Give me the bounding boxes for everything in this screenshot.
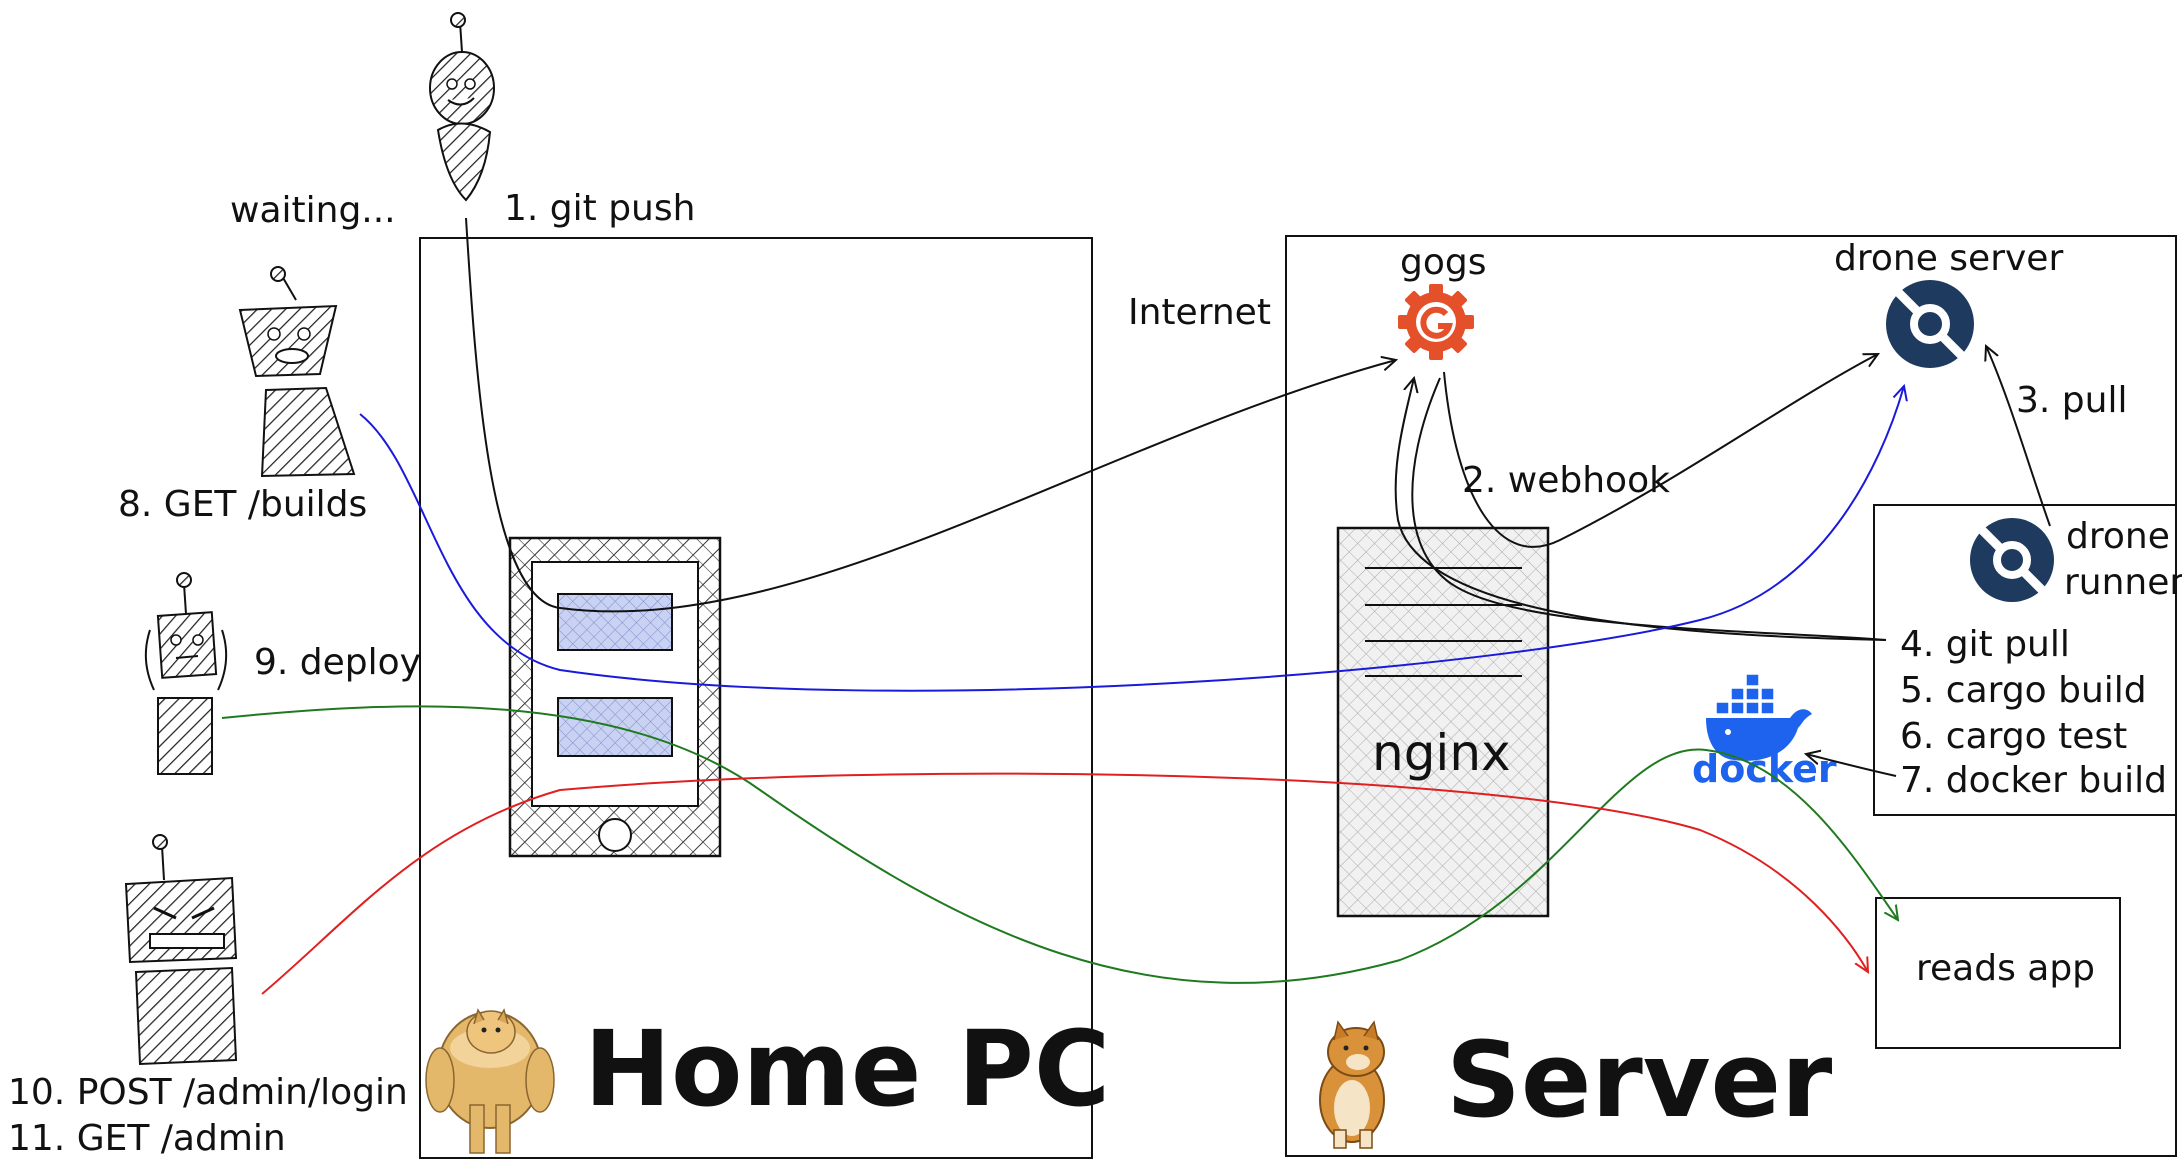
robot-icon xyxy=(124,834,238,1066)
deploy-label: 9. deploy xyxy=(254,642,421,683)
drone-runner-label-2: runner xyxy=(2064,562,2182,603)
gogs-label: gogs xyxy=(1400,242,1486,283)
step-git-pull: 4. git pull xyxy=(1900,624,2070,665)
drone-icon xyxy=(1886,280,1978,372)
home-pc-box xyxy=(419,237,1093,1159)
home-pc-title: Home PC xyxy=(584,1008,1110,1130)
drone-runner-icon xyxy=(1970,518,2058,606)
step-cargo-build: 5. cargo build xyxy=(1900,670,2147,711)
server-title: Server xyxy=(1446,1019,1832,1141)
robot-icon xyxy=(238,266,356,478)
nginx-label: nginx xyxy=(1372,724,1511,782)
waiting-label: waiting... xyxy=(230,190,396,231)
get-builds-label: 8. GET /builds xyxy=(118,484,367,525)
pull-flow xyxy=(1986,346,2051,527)
reads-app-box xyxy=(1875,897,2121,1049)
webhook-flow xyxy=(1443,354,1878,548)
robot-icon xyxy=(144,572,228,775)
deploy-flow xyxy=(221,705,1898,984)
cheems-icon xyxy=(1319,1020,1385,1149)
docker-icon xyxy=(1706,673,1812,761)
webhook-label: 2. webhook xyxy=(1462,460,1670,501)
nginx-server-icon xyxy=(1336,526,1550,918)
pull-label: 3. pull xyxy=(2016,380,2127,421)
get-admin-label: 11. GET /admin xyxy=(8,1118,286,1159)
docker-build-flow xyxy=(1806,754,1897,777)
device-icon xyxy=(508,536,722,858)
robot-icon xyxy=(429,12,495,202)
step-docker-build: 7. docker build xyxy=(1900,760,2167,801)
doge-icon xyxy=(425,1008,555,1154)
pull-from-gogs-flow xyxy=(1394,378,1887,641)
step-cargo-test: 6. cargo test xyxy=(1900,716,2127,757)
drone-runner-label-1: drone xyxy=(2066,516,2170,557)
reads-app-label: reads app xyxy=(1916,948,2095,989)
post-login-label: 10. POST /admin/login xyxy=(8,1072,408,1113)
git-push-flow xyxy=(465,217,1396,613)
gogs-icon xyxy=(1398,284,1474,360)
drone-server-label: drone server xyxy=(1834,238,2063,279)
gogs-nginx-link xyxy=(1411,377,1887,641)
internet-label: Internet xyxy=(1128,292,1271,333)
builds-flow xyxy=(359,386,1904,692)
docker-label: docker xyxy=(1692,747,1837,791)
git-push-label: 1. git push xyxy=(504,188,695,229)
drone-runner-box xyxy=(1873,504,2177,816)
admin-flow xyxy=(261,772,1868,995)
